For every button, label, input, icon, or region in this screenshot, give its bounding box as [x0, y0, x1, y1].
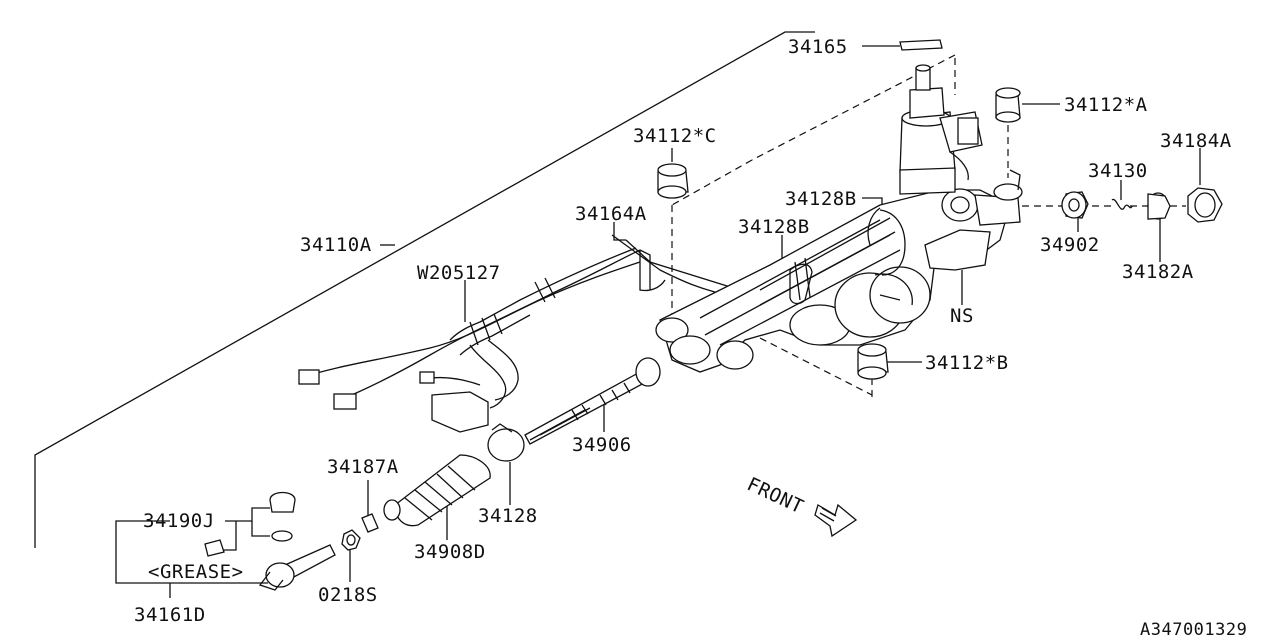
label-34184a: 34184A: [1160, 130, 1232, 152]
pinion-valve-tower: [899, 64, 983, 195]
mount-bushing-c: [657, 163, 689, 199]
rack-boot: [383, 454, 491, 527]
label-34182a: 34182A: [1122, 261, 1194, 283]
leader-lines: [115, 45, 1201, 598]
label-ns: NS: [950, 305, 974, 327]
right-end-parts: [1061, 187, 1223, 223]
label-0218s: 0218S: [318, 584, 378, 606]
label-34190j: 34190J: [143, 510, 215, 532]
label-34112-b: 34112*B: [925, 352, 1009, 374]
housing-clamps: [639, 207, 881, 301]
boot-clip: [487, 423, 525, 462]
boot-clamp-34187a: [361, 513, 379, 533]
label-34908d: 34908D: [414, 541, 486, 563]
label-34165: 34165: [788, 36, 848, 58]
label-34128: 34128: [478, 505, 538, 527]
lock-nut-0218s: [341, 529, 361, 551]
label-34112-a: 34112*A: [1064, 94, 1148, 116]
label-34110a: 34110A: [300, 234, 372, 256]
tie-rod-end: [258, 544, 336, 591]
label-34128b-mid: 34128B: [738, 216, 810, 238]
label-34161d: 34161D: [134, 604, 206, 626]
grease-fitting: [204, 491, 296, 557]
front-arrow: [814, 503, 858, 538]
label-34906: 34906: [572, 434, 632, 456]
label-grease: <GREASE>: [148, 561, 244, 583]
assembly-boundary: [34, 31, 815, 548]
label-34128b-top: 34128B: [785, 188, 857, 210]
cap-34165: [899, 39, 943, 51]
inner-tie-rod: [524, 357, 661, 445]
label-34187a: 34187A: [327, 456, 399, 478]
label-34902: 34902: [1040, 234, 1100, 256]
diagram-code: A347001329: [1140, 620, 1248, 640]
label-w205127: W205127: [417, 262, 501, 284]
mount-bushing-b: [857, 343, 889, 380]
mount-bushing-a: [995, 87, 1021, 123]
label-34112-c: 34112*C: [633, 125, 717, 147]
label-34164a: 34164A: [575, 203, 647, 225]
label-34130: 34130: [1088, 160, 1148, 182]
